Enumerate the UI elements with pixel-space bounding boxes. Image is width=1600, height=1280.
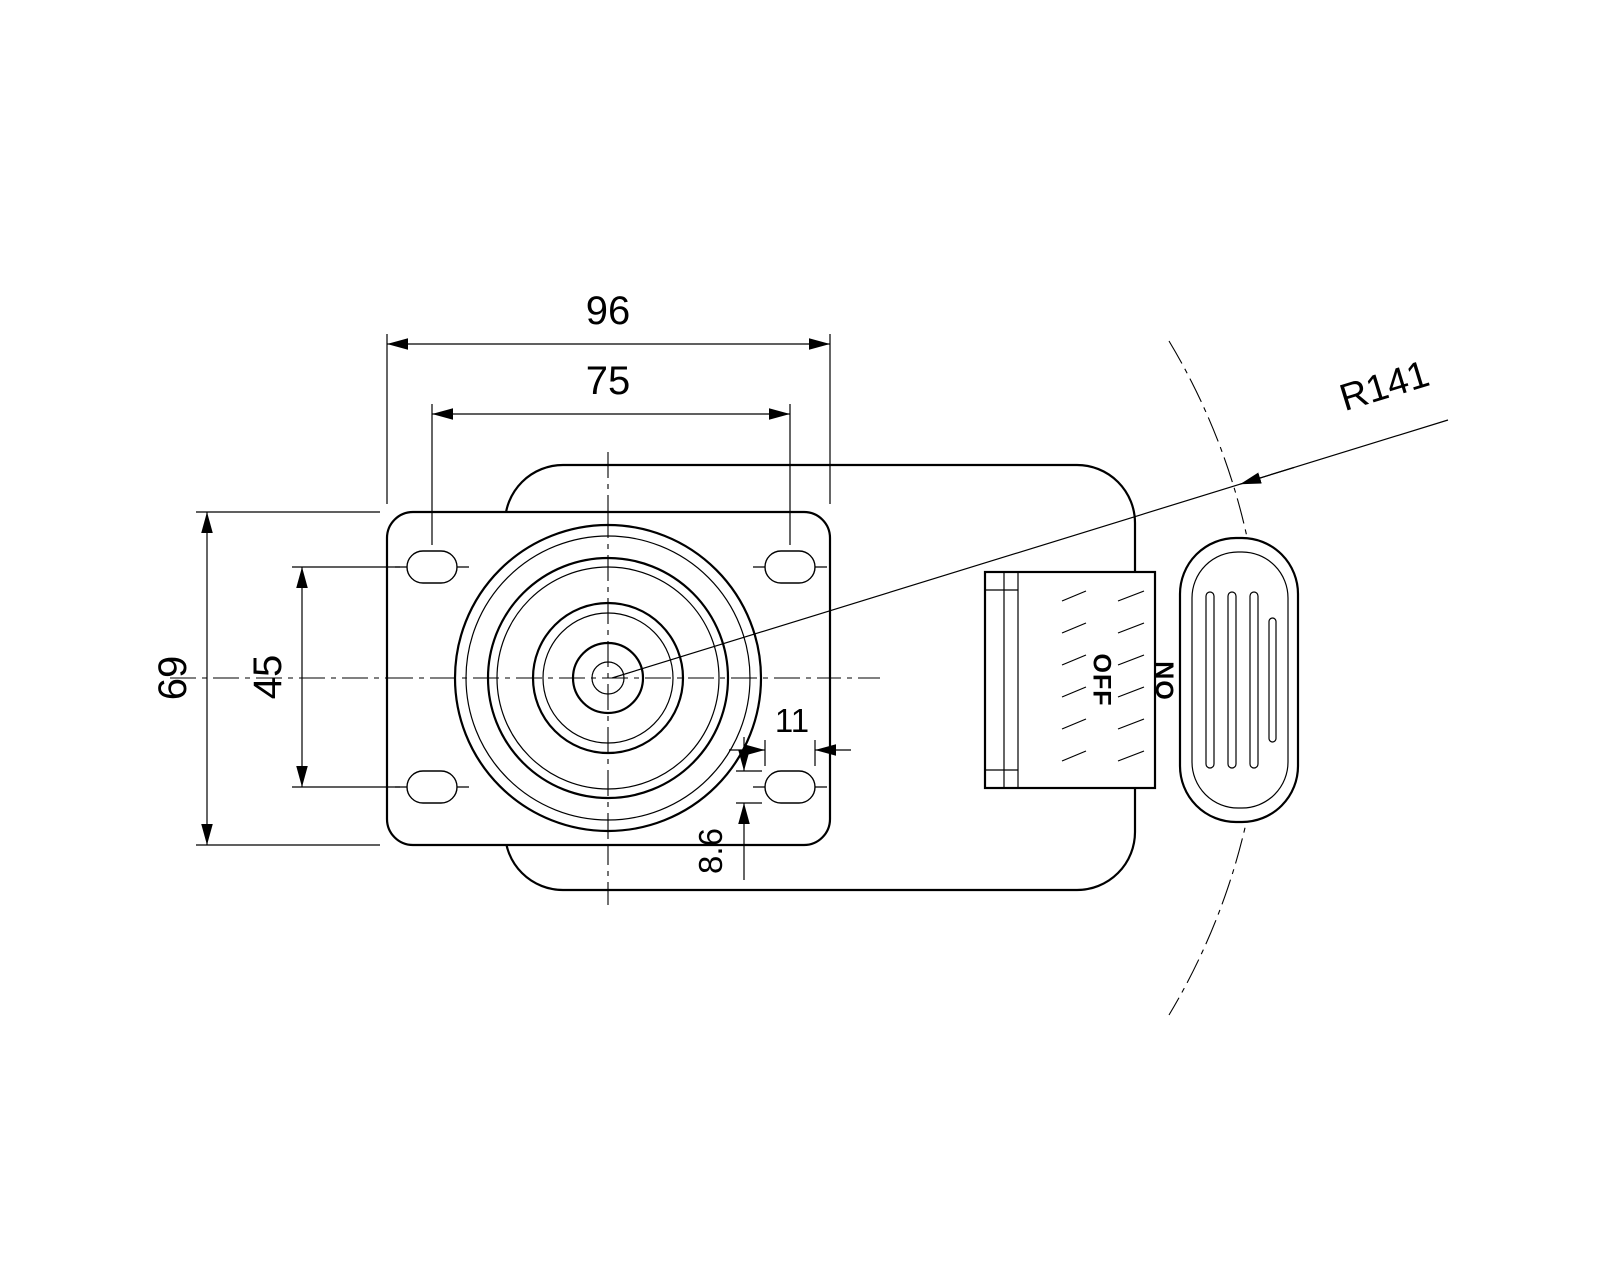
bolt-slot-bottom-right <box>764 770 816 804</box>
bearing-circle <box>531 601 685 755</box>
radius-label: R141 <box>1335 353 1434 420</box>
pedal-outline <box>1178 536 1300 824</box>
brake-housing-body <box>983 570 1157 790</box>
kingpin-circle <box>571 641 645 715</box>
dimension-value-8-6: 8.6 <box>692 828 729 874</box>
dimension-overall-depth: 69 <box>151 511 380 846</box>
dimension-overall-width: 96 <box>386 289 831 504</box>
pedal-inner-outline <box>1191 551 1289 809</box>
dimension-bolt-spacing-depth: 45 <box>246 566 400 788</box>
pedal-slot <box>1249 591 1259 769</box>
bearing-circle <box>465 535 751 821</box>
bolt-slot-top-left <box>406 550 458 584</box>
brake-pedal: ON <box>1152 536 1300 824</box>
bearing-circle <box>496 566 720 790</box>
kingpin-center <box>591 661 625 695</box>
brake-off-label: OFF <box>1087 654 1115 707</box>
dimension-value-45: 45 <box>246 655 290 700</box>
dimension-slot-length: 11 <box>729 702 851 766</box>
bolt-slots <box>395 550 827 804</box>
pedal-slot <box>1268 617 1277 743</box>
dimension-value-75: 75 <box>586 359 631 403</box>
radius-leader-line <box>611 419 1449 679</box>
pedal-slot <box>1227 591 1237 769</box>
bearing-circle <box>486 556 730 800</box>
bolt-slot-top-right <box>764 550 816 584</box>
dimension-bolt-spacing-width: 75 <box>431 359 791 545</box>
dimension-value-96: 96 <box>586 289 631 333</box>
radius-arrow <box>1239 466 1295 485</box>
bolt-slot-bottom-left <box>406 770 458 804</box>
bearing-circle <box>542 612 674 744</box>
bearing-circle-outer <box>453 523 763 833</box>
grip-texture <box>1061 590 1145 762</box>
dimension-value-69: 69 <box>151 656 195 701</box>
dimension-value-11: 11 <box>775 702 809 739</box>
dimension-slot-width: 8.6 <box>692 737 762 880</box>
swivel-bearing <box>453 523 763 833</box>
brake-on-label: ON <box>1152 660 1180 700</box>
brake-housing: OFF <box>983 570 1157 790</box>
pedal-slot <box>1205 591 1215 769</box>
